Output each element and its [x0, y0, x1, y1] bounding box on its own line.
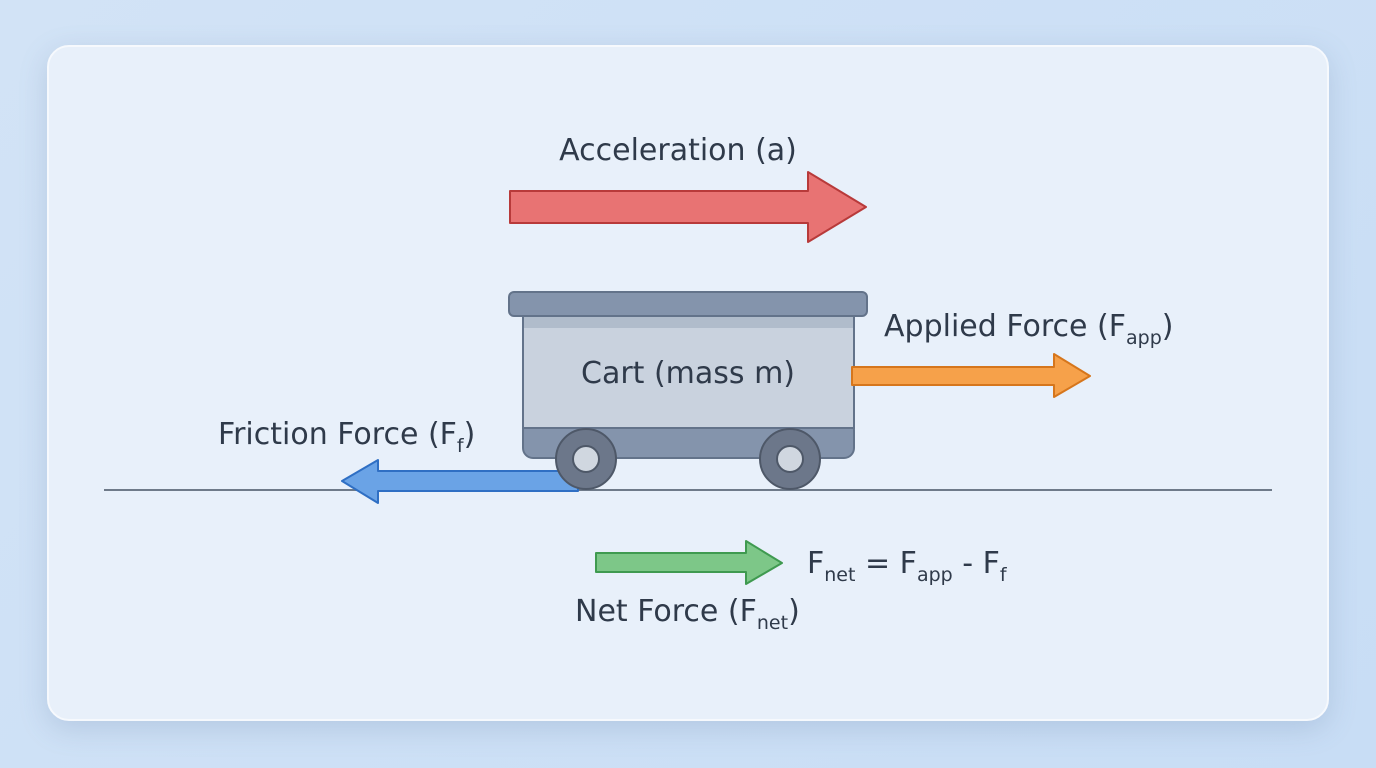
cart-wheel-right: [759, 428, 821, 490]
applied-force-arrow: [851, 353, 1091, 398]
friction-force-arrow: [341, 459, 579, 504]
cart-wheel-left: [555, 428, 617, 490]
net-force-label: Net Force (Fnet): [575, 594, 800, 634]
cart-label: Cart (mass m): [581, 356, 795, 391]
net-force-arrow: [595, 540, 783, 585]
cart: Cart (mass m): [508, 291, 868, 490]
friction-force-label: Friction Force (Ff): [218, 417, 475, 457]
applied-force-label: Applied Force (Fapp): [884, 309, 1173, 349]
acceleration-arrow: [509, 171, 867, 243]
cart-rim-shadow: [524, 314, 853, 328]
cart-body: [522, 309, 855, 429]
net-force-equation: Fnet = Fapp - Ff: [807, 546, 1008, 586]
acceleration-label: Acceleration (a): [559, 133, 797, 168]
cart-rim: [508, 291, 868, 317]
